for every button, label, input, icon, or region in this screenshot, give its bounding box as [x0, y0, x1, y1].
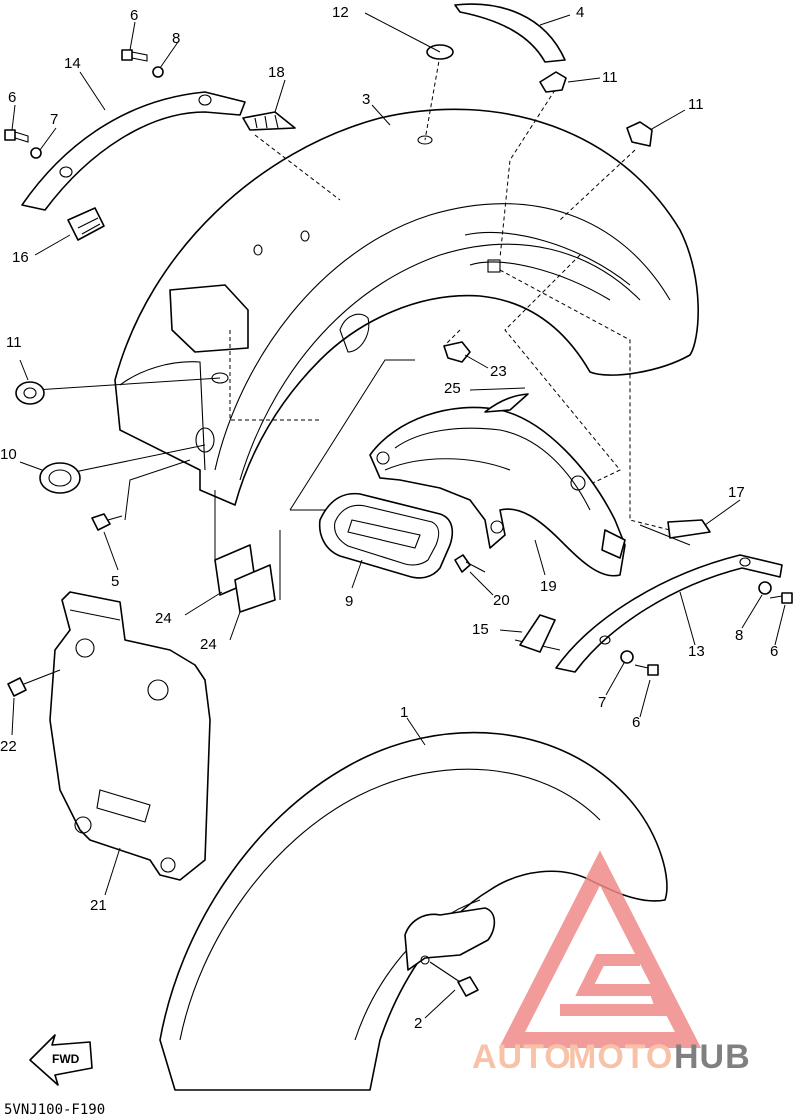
washer-7-right	[620, 650, 634, 664]
callout-11: 11	[688, 96, 704, 113]
callout-18: 18	[268, 64, 285, 81]
diagram-code: 5VNJ100-F190	[4, 1102, 105, 1118]
logo-triangle-icon	[498, 850, 702, 1048]
part-19-inner-guard	[369, 406, 626, 577]
callout-6: 6	[130, 7, 138, 24]
callout-3: 3	[362, 91, 370, 108]
part-15-clip	[519, 614, 556, 653]
callout-4: 4	[576, 4, 584, 21]
callout-22: 22	[0, 738, 17, 755]
callout-21: 21	[90, 897, 107, 914]
callout-20: 20	[493, 592, 510, 609]
callout-11: 11	[602, 69, 618, 86]
part-24-strip-b	[234, 564, 276, 613]
callout-1: 1	[400, 704, 408, 721]
leader-lines	[11, 12, 786, 1019]
callout-13: 13	[688, 643, 705, 660]
logo-g-mark-icon	[560, 954, 671, 1016]
part-5-bolt	[91, 513, 123, 531]
part-11-grommet-right	[626, 121, 653, 147]
bolt-6-lower	[634, 664, 659, 676]
callout-numbers: 6 8 14 6 7 12 4 11 11 18 3 16 11 10 5 9 …	[0, 4, 778, 1032]
part-13-rail	[555, 554, 783, 673]
callout-19: 19	[540, 578, 557, 595]
washer-7-left	[30, 147, 42, 159]
svg-text:FWD: FWD	[52, 1052, 80, 1066]
callout-5: 5	[111, 573, 119, 590]
callout-11: 11	[6, 334, 22, 351]
assembly-lines	[34, 54, 691, 651]
part-2-bolt	[429, 961, 479, 997]
callout-10: 10	[0, 446, 17, 463]
rear-fender	[114, 108, 699, 506]
part-20-screw	[454, 554, 486, 573]
part-11-grommet-left	[15, 381, 45, 405]
callout-7: 7	[598, 694, 606, 711]
logo-text-moto: MOTO	[568, 1038, 673, 1076]
bolt-6-right	[769, 592, 793, 604]
washer-8-right	[758, 581, 772, 595]
callout-6: 6	[632, 714, 640, 731]
logo-text-hub: HUB	[674, 1038, 751, 1076]
part-18-clip	[242, 111, 296, 131]
callout-14: 14	[64, 55, 81, 72]
part-1-front-fender	[159, 731, 668, 1091]
part-21-side-panel	[49, 591, 211, 881]
part-22-bolt	[7, 669, 61, 697]
callout-8: 8	[735, 627, 743, 644]
part-16-clip	[67, 207, 105, 241]
callout-24: 24	[200, 636, 217, 653]
part-14-rail	[21, 91, 246, 211]
part-23-clip	[443, 341, 471, 363]
bolt-6-left	[4, 129, 29, 143]
callout-7: 7	[50, 111, 58, 128]
callout-9: 9	[345, 593, 353, 610]
part-10-grommet	[39, 462, 81, 494]
callout-16: 16	[12, 249, 29, 266]
washer-8-top	[152, 66, 164, 78]
callout-24: 24	[155, 610, 172, 627]
part-11-grommet-top	[539, 71, 567, 93]
part-4-trim	[454, 3, 566, 63]
part-17-clip	[667, 519, 711, 539]
callout-15: 15	[472, 621, 489, 638]
callout-2: 2	[414, 1015, 422, 1032]
part-25-trim	[484, 393, 529, 413]
logo-text-auto: AUTO	[472, 1038, 572, 1076]
part-9-frame	[318, 492, 454, 579]
callout-8: 8	[172, 30, 180, 47]
callout-17: 17	[728, 484, 745, 501]
watermark-logo: AUTO MOTO HUB	[472, 850, 751, 1076]
callout-6: 6	[770, 643, 778, 660]
callout-23: 23	[490, 363, 507, 380]
callout-12: 12	[332, 4, 349, 21]
fwd-arrow: FWD	[29, 1034, 93, 1086]
callout-25: 25	[444, 380, 461, 397]
callout-6: 6	[8, 89, 16, 106]
bolt-6-top	[121, 49, 148, 62]
